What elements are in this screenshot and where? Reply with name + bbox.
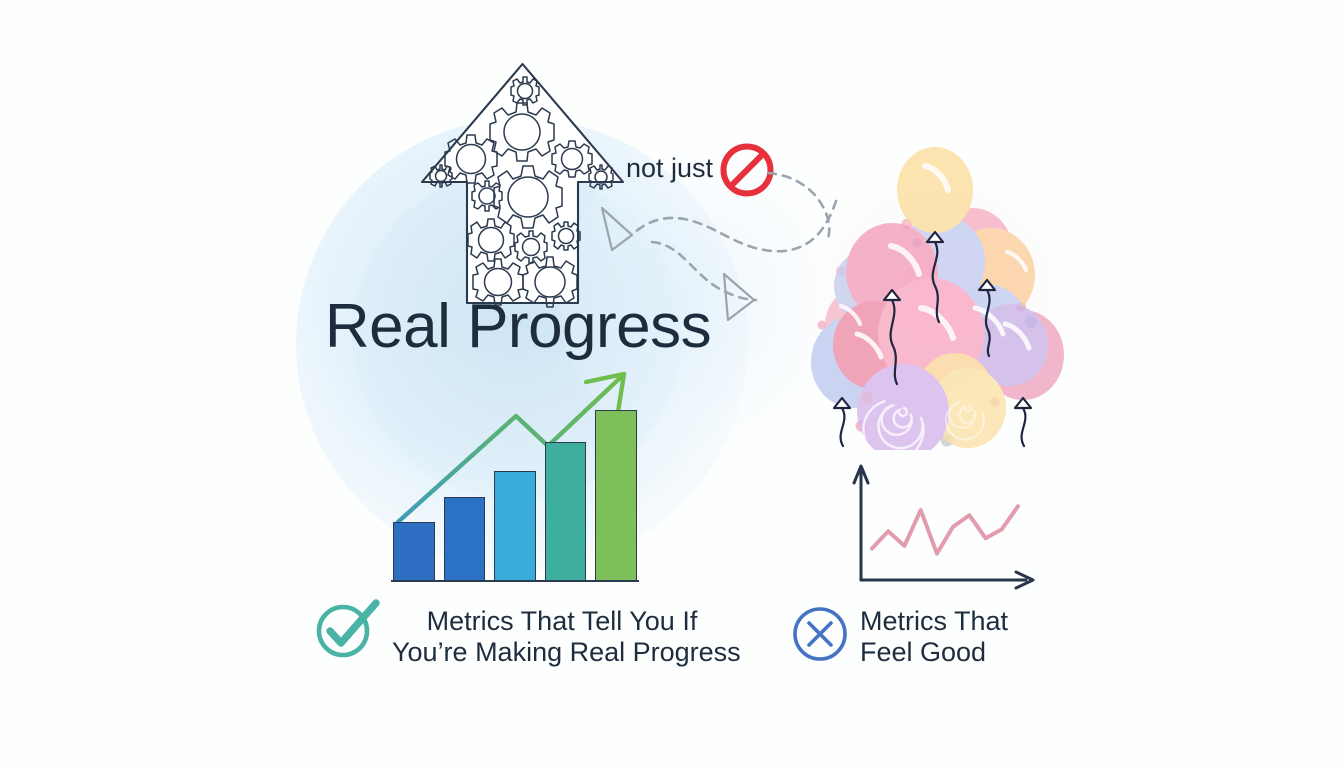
vanity-line-chart — [852, 464, 1035, 590]
bar-chart-baseline — [391, 579, 639, 582]
bar-chart — [393, 410, 637, 580]
right-caption-line-2: Feel Good — [860, 637, 987, 668]
right-caption-line-1: Metrics That — [860, 606, 1009, 636]
y-axis-arrowhead — [852, 464, 870, 485]
bar-4 — [544, 442, 587, 580]
gears-arrow-up-icon — [420, 62, 625, 308]
left-caption-line-2: You’re Making Real Progress — [392, 637, 741, 668]
bar-3 — [494, 471, 536, 580]
bar-5 — [595, 410, 637, 580]
vanity-line-series — [870, 504, 1020, 556]
not-just-label: not just — [626, 153, 714, 183]
bar-1 — [393, 522, 435, 580]
prohibition-icon — [720, 143, 774, 197]
x-axis-arrowhead — [1014, 570, 1035, 590]
right-caption: Metrics That Feel Good — [860, 606, 1100, 668]
check-circle-icon — [316, 599, 380, 658]
x-circle-icon — [793, 607, 847, 661]
left-caption: Metrics That Tell You If You’re Making R… — [392, 606, 741, 668]
bar-2 — [443, 496, 486, 580]
dashed-link-icon — [766, 171, 831, 241]
left-caption-line-1: Metrics That Tell You If — [426, 606, 698, 636]
page-title: Real Progress — [324, 292, 712, 361]
